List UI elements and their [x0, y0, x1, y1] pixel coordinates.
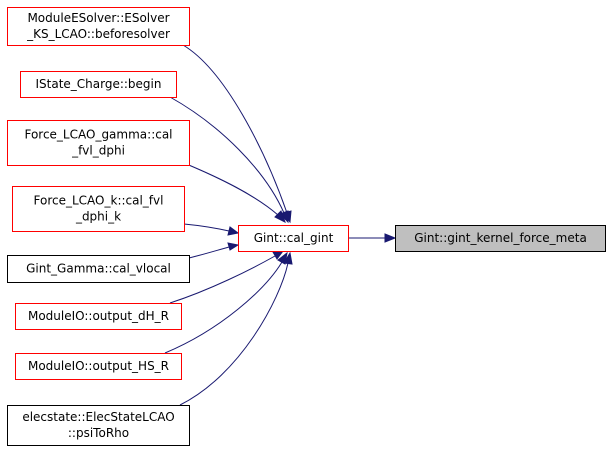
node-output-dh[interactable]: ModuleIO::output_dH_R [15, 303, 182, 330]
node-gint-gamma[interactable]: Gint_Gamma::cal_vlocal [7, 255, 190, 283]
node-box [20, 71, 177, 98]
node-label: Gint::gint_kernel_force_meta [414, 231, 587, 245]
node-label: _KS_LCAO::beforesolver [26, 27, 170, 41]
node-box [7, 405, 190, 446]
node-box [7, 255, 190, 283]
node-label: _dphi_k [75, 210, 121, 224]
node-output-hs[interactable]: ModuleIO::output_HS_R [15, 353, 182, 380]
node-label: elecstate::ElecStateLCAO [22, 410, 174, 424]
node-label: _fvl_dphi [71, 144, 125, 158]
node-label: Gint::cal_gint [254, 231, 334, 245]
edge-line [188, 246, 230, 259]
edge-force_gamma-to-cal_gint [183, 162, 286, 224]
edge-line [169, 255, 276, 304]
node-kernel-meta[interactable]: Gint::gint_kernel_force_meta [395, 225, 606, 252]
edge-line [179, 262, 289, 406]
node-force-gamma[interactable]: Force_LCAO_gamma::cal_fvl_dphi [7, 120, 190, 166]
edge-gint_gamma-to-cal_gint [188, 242, 240, 259]
node-box [238, 225, 349, 252]
edge-line [164, 261, 283, 354]
edge-line [182, 44, 288, 214]
edge-line [169, 96, 285, 214]
node-elecstate[interactable]: elecstate::ElecStateLCAO::psiToRho [7, 405, 190, 446]
edge-cal_gint-to-kernel_meta [348, 233, 397, 243]
node-label: ModuleIO::output_HS_R [28, 359, 169, 373]
node-box [395, 225, 606, 252]
edge-line [183, 162, 279, 216]
arrowhead-icon [274, 210, 286, 224]
node-istate-begin[interactable]: IState_Charge::begin [20, 71, 177, 98]
node-label: IState_Charge::begin [35, 77, 161, 91]
node-label: ::psiToRho [68, 426, 129, 440]
node-label: ModuleESolver::ESolver [27, 11, 169, 25]
arrowhead-icon [283, 251, 293, 265]
node-box [12, 186, 185, 232]
node-force-k[interactable]: Force_LCAO_k::cal_fvl_dphi_k [12, 186, 185, 232]
edges-layer [164, 44, 397, 406]
nodes-layer: ModuleESolver::ESolver_KS_LCAO::beforeso… [7, 7, 606, 446]
edge-line [183, 223, 230, 232]
node-label: Gint_Gamma::cal_vlocal [26, 262, 171, 276]
node-label: ModuleIO::output_dH_R [28, 309, 169, 323]
arrowhead-icon [227, 242, 240, 251]
node-box [15, 303, 182, 330]
edge-force_k-to-cal_gint [183, 223, 240, 236]
arrowhead-icon [384, 233, 397, 243]
node-before-solver[interactable]: ModuleESolver::ESolver_KS_LCAO::beforeso… [7, 7, 190, 46]
node-box [7, 120, 190, 166]
node-label: Force_LCAO_k::cal_fvl [34, 194, 164, 208]
node-label: Force_LCAO_gamma::cal [24, 128, 172, 142]
edge-elecstate-to-cal_gint [179, 251, 293, 406]
node-box [15, 353, 182, 380]
node-cal-gint[interactable]: Gint::cal_gint [238, 225, 349, 252]
arrowhead-icon [227, 226, 240, 236]
node-box [7, 7, 190, 46]
